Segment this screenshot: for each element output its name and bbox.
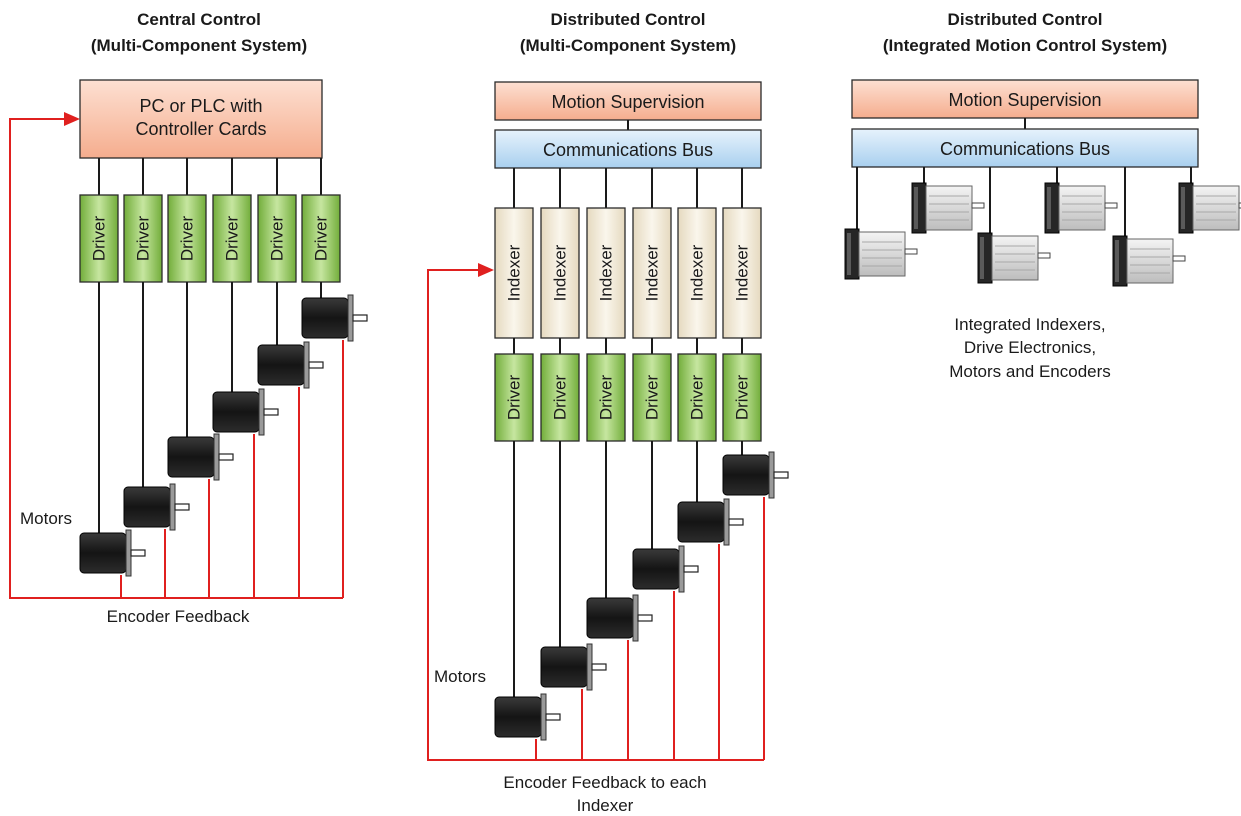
- distributed-indexer-2-label: Indexer: [551, 244, 570, 301]
- distributed-motor-4: [632, 545, 699, 593]
- distributed-feedback-label-line2: Indexer: [577, 796, 634, 815]
- distributed-driver-6-label: Driver: [733, 375, 752, 421]
- controller-label-line1: PC or PLC with: [139, 96, 262, 116]
- integrated-motor-4: [1044, 182, 1118, 234]
- central-feedback-return: [9, 118, 343, 599]
- distributed-feedback-return: [427, 269, 764, 761]
- distributed-encoder-feedback-wiring: [427, 263, 765, 761]
- distributed-indexer-3-box: [586, 207, 626, 339]
- communications-bus-label: Communications Bus: [543, 140, 713, 160]
- distributed-driver-5-box: [677, 353, 717, 442]
- communications-bus-box: [494, 129, 762, 169]
- distributed-driver-3-label: Driver: [597, 375, 616, 421]
- distributed-driver-1-label: Driver: [505, 375, 524, 421]
- integrated-motor-6: [1178, 182, 1241, 234]
- distributed-title-line1: Distributed Control: [551, 10, 706, 29]
- central-driver-5-label: Driver: [268, 216, 287, 262]
- distributed-control-panel: Distributed Control (Multi-Component Sys…: [427, 10, 789, 815]
- central-driver-6-label: Driver: [312, 216, 331, 262]
- controller-box: [79, 79, 323, 159]
- central-motor-6: [301, 294, 368, 342]
- distributed-motor-6: [722, 451, 789, 499]
- integrated-communications-bus-box: [851, 128, 1199, 168]
- central-driver-6-box: [301, 194, 341, 283]
- distributed-motor-2: [540, 643, 607, 691]
- central-title-line2: (Multi-Component System): [91, 36, 307, 55]
- integrated-motor-2: [911, 182, 985, 234]
- motion-supervision-box: [494, 81, 762, 121]
- integrated-control-panel: Distributed Control (Integrated Motion C…: [844, 10, 1241, 381]
- distributed-motor-3: [586, 594, 653, 642]
- central-motor-2: [123, 483, 190, 531]
- integrated-communications-bus-label: Communications Bus: [940, 139, 1110, 159]
- distributed-motors-label: Motors: [434, 667, 486, 686]
- distributed-motor-5: [677, 498, 744, 546]
- integrated-caption-line2: Drive Electronics,: [964, 338, 1096, 357]
- distributed-indexer-6-label: Indexer: [733, 244, 752, 301]
- distributed-driver-4-label: Driver: [643, 375, 662, 421]
- central-encoder-feedback-label: Encoder Feedback: [107, 607, 250, 626]
- central-driver-row: Driver Driver Driver Driver Driver Driver: [79, 158, 368, 577]
- central-driver-1-label: Driver: [90, 216, 109, 262]
- distributed-title-line2: (Multi-Component System): [520, 36, 736, 55]
- distributed-driver-3-box: [586, 353, 626, 442]
- integrated-motor-group: [844, 167, 1241, 287]
- integrated-title-line2: (Integrated Motion Control System): [883, 36, 1167, 55]
- integrated-motor-1: [844, 228, 918, 280]
- central-motor-3: [167, 433, 234, 481]
- central-motor-5: [257, 341, 324, 389]
- distributed-feedback-arrowhead: [478, 263, 494, 277]
- central-motors-label: Motors: [20, 509, 72, 528]
- distributed-indexer-1-label: Indexer: [505, 244, 524, 301]
- integrated-motor-5: [1112, 235, 1186, 287]
- central-encoder-feedback-wiring: [9, 112, 344, 599]
- central-feedback-arrowhead: [64, 112, 80, 126]
- central-driver-2-box: [123, 194, 163, 283]
- central-driver-2-label: Driver: [134, 216, 153, 262]
- distributed-driver-5-label: Driver: [688, 375, 707, 421]
- distributed-feedback-label-line1: Encoder Feedback to each: [503, 773, 706, 792]
- distributed-indexer-4-box: [632, 207, 672, 339]
- distributed-driver-2-box: [540, 353, 580, 442]
- distributed-motor-1: [494, 693, 561, 741]
- integrated-caption-line1: Integrated Indexers,: [954, 315, 1105, 334]
- distributed-indexer-4-label: Indexer: [643, 244, 662, 301]
- central-motor-4: [212, 388, 279, 436]
- central-driver-4-box: [212, 194, 252, 283]
- integrated-title-line1: Distributed Control: [948, 10, 1103, 29]
- motion-supervision-label: Motion Supervision: [551, 92, 704, 112]
- distributed-indexer-5-label: Indexer: [688, 244, 707, 301]
- central-driver-4-label: Driver: [223, 216, 242, 262]
- distributed-driver-6-box: [722, 353, 762, 442]
- central-driver-1-box: [79, 194, 119, 283]
- controller-label-line2: Controller Cards: [135, 119, 266, 139]
- central-title-line1: Central Control: [137, 10, 261, 29]
- central-driver-3-box: [167, 194, 207, 283]
- distributed-indexer-1-box: [494, 207, 534, 339]
- central-driver-3-label: Driver: [178, 216, 197, 262]
- integrated-motion-supervision-label: Motion Supervision: [948, 90, 1101, 110]
- integrated-caption-line3: Motors and Encoders: [949, 362, 1111, 381]
- central-motor-1: [79, 529, 146, 577]
- distributed-indexer-3-label: Indexer: [597, 244, 616, 301]
- distributed-driver-2-label: Driver: [551, 375, 570, 421]
- distributed-driver-1-box: [494, 353, 534, 442]
- central-control-panel: Central Control (Multi-Component System)…: [9, 10, 368, 626]
- distributed-driver-4-box: [632, 353, 672, 442]
- integrated-motor-3: [977, 232, 1051, 284]
